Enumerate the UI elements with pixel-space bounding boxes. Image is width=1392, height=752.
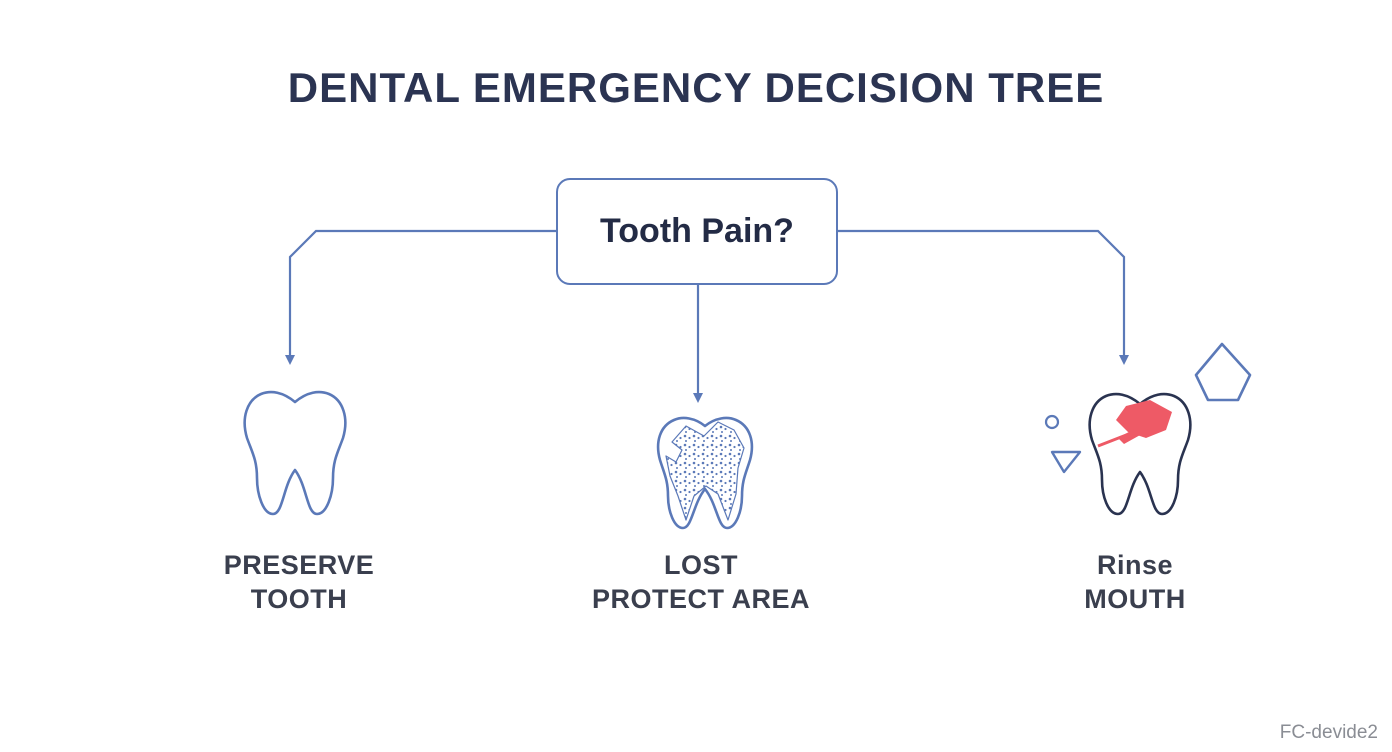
diagram-title: DENTAL EMERGENCY DECISION TREE <box>287 64 1105 111</box>
branch-label-line1: LOST <box>664 550 738 580</box>
watermark: FC-devide2 <box>1279 722 1378 743</box>
chipped-tooth-icon <box>1088 392 1192 516</box>
tooth-outline-icon <box>243 390 347 516</box>
branch-label-preserve: PRESERVE TOOTH <box>149 548 449 616</box>
branch-label-line2: TOOTH <box>250 584 348 614</box>
branch-label-line2: PROTECT AREA <box>591 584 810 614</box>
branch-label-rinse: Rinse MOUTH <box>985 548 1285 616</box>
branch-label-line2: MOUTH <box>1084 584 1186 614</box>
connector-right <box>838 229 1129 365</box>
branch-label-line1: PRESERVE <box>223 550 375 580</box>
root-question-node: Tooth Pain? <box>556 178 838 285</box>
chip-fragment <box>1116 400 1172 438</box>
debris-triangle <box>1050 450 1082 474</box>
debris-pentagon <box>1194 342 1252 402</box>
debris-circle <box>1044 414 1060 430</box>
root-question-label: Tooth Pain? <box>600 212 794 250</box>
damaged-tooth-icon <box>656 416 754 530</box>
connector-left <box>285 229 556 365</box>
branch-label-lost: LOST PROTECT AREA <box>551 548 851 616</box>
branch-label-line1: Rinse <box>1096 550 1174 580</box>
